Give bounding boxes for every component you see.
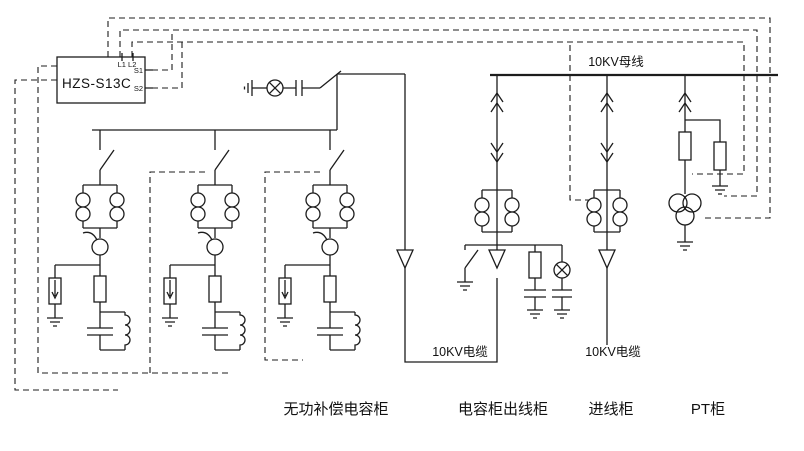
capacitor-icon (552, 278, 572, 304)
current-transformer-icon (504, 197, 520, 227)
cabinet-capacitor-label: 无功补偿电容柜 (283, 401, 388, 418)
capacitor-branch-1 (47, 130, 130, 350)
cabinet-labels: 无功补偿电容柜 电容柜出线柜 进线柜 PT柜 (283, 401, 725, 418)
fuse-icon (678, 131, 692, 161)
outgoing-cabinet: 10KV电缆 (396, 75, 572, 363)
ground-icon (676, 235, 694, 251)
arrester-icon (713, 141, 727, 171)
cable-capacitor-label: 10KV电缆 (432, 345, 488, 359)
controller-model-label: HZS-S13C (62, 76, 131, 91)
earthing-switch-icon (464, 245, 479, 276)
cable-run (404, 268, 498, 363)
cabinet-pt-label: PT柜 (691, 401, 725, 418)
busbar: 10KV母线 (490, 55, 778, 77)
pt-winding-icon (668, 193, 688, 213)
current-transformer-icon (612, 197, 628, 227)
ground-icon (456, 275, 474, 291)
pt-winding-icon (682, 193, 702, 213)
current-transformer-icon (586, 197, 602, 227)
controller-terminals-top-label: L1 L2 (118, 60, 137, 69)
cabinet-incoming-label: 进线柜 (588, 401, 633, 418)
cable-termination-icon (396, 249, 414, 269)
capacitor-icon (524, 278, 546, 304)
cable-incoming-label: 10KV电缆 (585, 345, 641, 359)
current-transformer-icon (474, 197, 490, 227)
busbar-label: 10KV母线 (588, 55, 644, 69)
ground-icon (243, 80, 253, 96)
ground-icon (553, 303, 571, 319)
capacitor-branch-2 (162, 130, 245, 350)
ground-icon (526, 303, 544, 319)
ground-icon (711, 179, 729, 195)
incoming-cabinet: 10KV电缆 (585, 75, 641, 359)
cable-termination-icon (598, 249, 616, 269)
cable-termination-icon (488, 249, 506, 269)
controller-terminal-s2-label: S2 (134, 84, 143, 93)
pt-cabinet (668, 75, 729, 251)
control-wiring-dashed (14, 17, 771, 391)
pt-winding-icon (675, 206, 695, 226)
capacitor-branch-3 (277, 130, 360, 350)
cabinet-outgoing-label: 电容柜出线柜 (458, 401, 548, 418)
lamp-switch-assembly (243, 70, 406, 250)
capacitor-feeder (47, 129, 360, 350)
fuse-icon (528, 251, 542, 279)
controller-box: HZS-S13C L1 L2 S1 S2 (56, 53, 153, 104)
capacitor-icon (283, 80, 320, 96)
indicator-lamp-icon (266, 79, 284, 97)
indicator-lamp-icon (553, 261, 571, 279)
controller-terminal-s1-label: S1 (134, 66, 143, 75)
